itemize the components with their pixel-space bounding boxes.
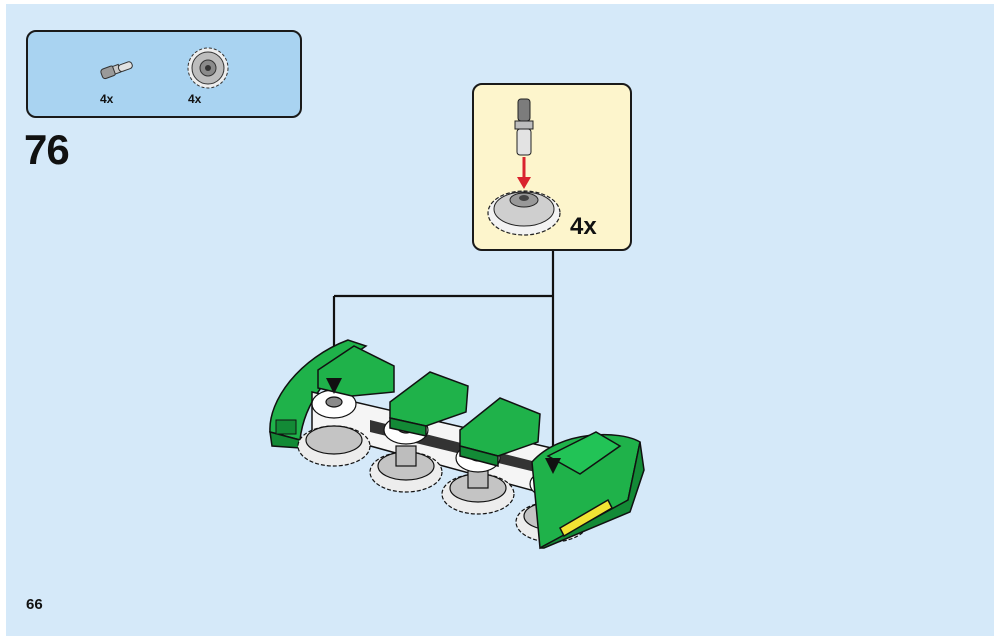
pin-connector-icon	[100, 61, 133, 80]
part-quantity-pin: 4x	[100, 92, 114, 106]
parts-list-graphics	[100, 47, 229, 89]
red-arrow-icon	[517, 157, 531, 189]
callout-quantity: 4x	[570, 213, 597, 240]
gear-wheel-icon	[487, 190, 561, 236]
gear-wheel-icon	[187, 47, 229, 89]
sub-assembly-callout: 4x	[472, 83, 632, 251]
callout-graphics	[487, 98, 561, 236]
pin-connector-icon	[514, 98, 534, 156]
parts-list: 4x 4x	[26, 30, 302, 118]
part-quantity-gear: 4x	[188, 92, 202, 106]
page-number: 66	[26, 596, 43, 613]
step-number: 76	[24, 126, 70, 173]
